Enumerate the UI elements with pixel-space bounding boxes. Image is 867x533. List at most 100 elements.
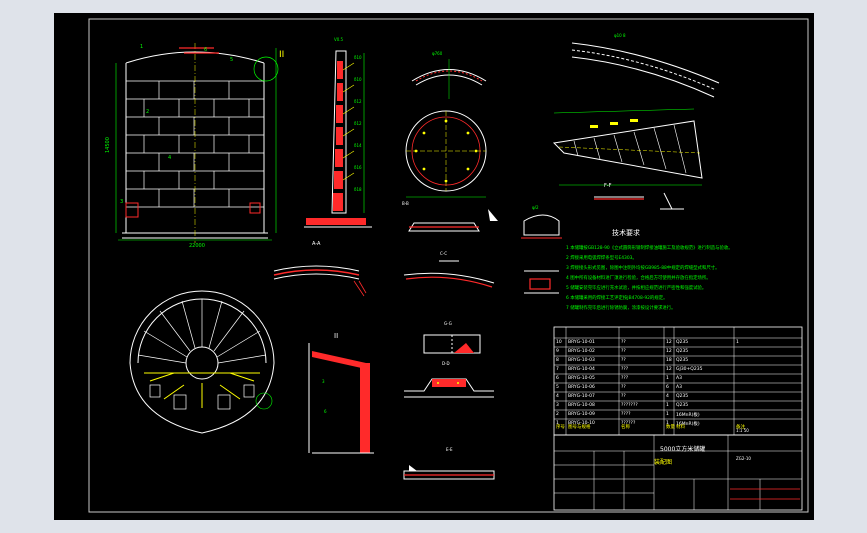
detail-small-weld	[524, 270, 559, 294]
table-cell: GJ30+Q235	[676, 367, 703, 372]
drawing-subtitle: 装配图	[654, 459, 673, 466]
table-cell: 8	[556, 358, 559, 363]
view-ff-label: F-F	[604, 183, 612, 189]
detail-ee: E-E	[403, 447, 495, 480]
table-cell: ???????	[621, 403, 638, 408]
table-cell: ??	[621, 358, 626, 363]
view-dd-label: D-D	[442, 361, 450, 366]
svg-text:φ/2: φ/2	[532, 205, 539, 210]
drawing-title: 5000立方米储罐	[660, 446, 706, 453]
table-cell: 1	[666, 421, 669, 426]
drawing-scale: 1:1 50	[736, 428, 749, 433]
table-cell: 1	[666, 376, 669, 381]
table-cell: Q235	[676, 349, 689, 354]
detail-cc: C-C	[403, 251, 495, 288]
table-cell: 2	[556, 412, 559, 417]
svg-text:δ10: δ10	[354, 77, 362, 82]
table-cell: ??	[621, 340, 626, 345]
table-cell: ???	[621, 376, 629, 381]
table-cell: BRYG-10-01	[568, 340, 595, 345]
tech-req-item: 7 储罐制作完毕后进行除锈防腐，涂漆按设计要求进行。	[566, 304, 676, 311]
svg-text:6: 6	[324, 409, 327, 414]
tech-req-item: 6 本储罐采用的焊接工艺评定按JB4708-92的规定。	[566, 294, 667, 301]
table-cell: A3	[676, 376, 682, 381]
svg-text:φ760: φ760	[432, 51, 443, 56]
table-cell: Q235	[676, 358, 689, 363]
rafter-fan-detail	[552, 108, 703, 186]
parts-list-table	[553, 326, 803, 436]
height-dimension: 14500	[105, 137, 111, 153]
table-cell: Q235	[676, 403, 689, 408]
table-cell: 9	[556, 349, 559, 354]
svg-text:3: 3	[322, 379, 325, 384]
svg-text:δ10: δ10	[354, 55, 362, 60]
tech-req-heading: 技术要求	[612, 228, 640, 237]
table-cell: 5	[556, 385, 559, 390]
sheet-frame	[88, 18, 809, 513]
manhole-plan	[405, 110, 487, 198]
table-header-cell: 序号	[556, 425, 565, 430]
svg-text:δ18: δ18	[354, 187, 362, 192]
detail-dd: D-D	[404, 361, 494, 398]
table-cell: BRYG-10-06	[568, 385, 595, 390]
table-cell: 1	[666, 403, 669, 408]
tech-req-item: 1 本储罐按GB128-90《立式圆筒形钢制焊接油罐施工及验收规范》进行制造与验…	[566, 244, 733, 251]
table-cell: BRYG-10-02	[568, 349, 595, 354]
table-cell: ???	[621, 367, 629, 372]
table-cell: 16MnR(板)	[676, 422, 700, 427]
table-cell: ??	[621, 349, 626, 354]
table-cell: 3	[556, 403, 559, 408]
table-header-cell: 数量	[666, 425, 675, 430]
view-cc-label: C-C	[440, 251, 447, 256]
detail-bb: B-B	[402, 201, 498, 232]
svg-text:φ10 8: φ10 8	[614, 33, 626, 38]
view-ii-label: II	[334, 332, 338, 340]
table-header: 序号图号与规格名称数量材料备注	[554, 423, 802, 432]
view-ee-label: E-E	[446, 447, 453, 452]
table-header-cell: 备注	[736, 425, 745, 430]
svg-text:5: 5	[230, 57, 233, 63]
svg-text:δ12: δ12	[354, 99, 362, 104]
roof-panel-detail: φ760	[411, 51, 487, 99]
roof-arc-strip: φ10 8	[571, 33, 720, 98]
table-header-cell: 名称	[621, 425, 630, 430]
table-cell: 10	[556, 340, 562, 345]
detail-aa-arc: A-A	[273, 241, 367, 297]
svg-text:2: 2	[146, 109, 149, 115]
svg-text:δ14: δ14	[354, 143, 362, 148]
table-cell: 1	[736, 340, 739, 345]
table-cell: BRYG-10-04	[568, 367, 595, 372]
view-gg-label: G-G	[444, 321, 452, 326]
drawing-code: ZG2-10	[736, 456, 751, 461]
table-cell: BRYG-10-09	[568, 412, 595, 417]
diameter-dimension: 22000	[189, 243, 205, 249]
svg-text:δ16: δ16	[354, 165, 362, 170]
technical-requirements: 技术要求 1 本储罐按GB128-90《立式圆筒形钢制焊接油罐施工及验收规范》进…	[566, 228, 733, 311]
table-cell: 6	[666, 385, 669, 390]
table-cell: Q235	[676, 340, 689, 345]
svg-text:4: 4	[168, 155, 171, 161]
table-cell: 16MnR(板)	[676, 413, 700, 418]
table-header-cell: 材料	[676, 425, 685, 430]
table-cell: 12	[666, 367, 672, 372]
table-cell: BRYG-10-07	[568, 394, 595, 399]
table-cell: 4	[666, 394, 669, 399]
svg-text:1: 1	[140, 44, 143, 50]
table-cell: ??????	[621, 421, 636, 426]
table-cell: ????	[621, 412, 631, 417]
detail-gg: G-G	[423, 321, 481, 354]
table-cell: 12	[666, 340, 672, 345]
svg-text:δ12: δ12	[354, 121, 362, 126]
